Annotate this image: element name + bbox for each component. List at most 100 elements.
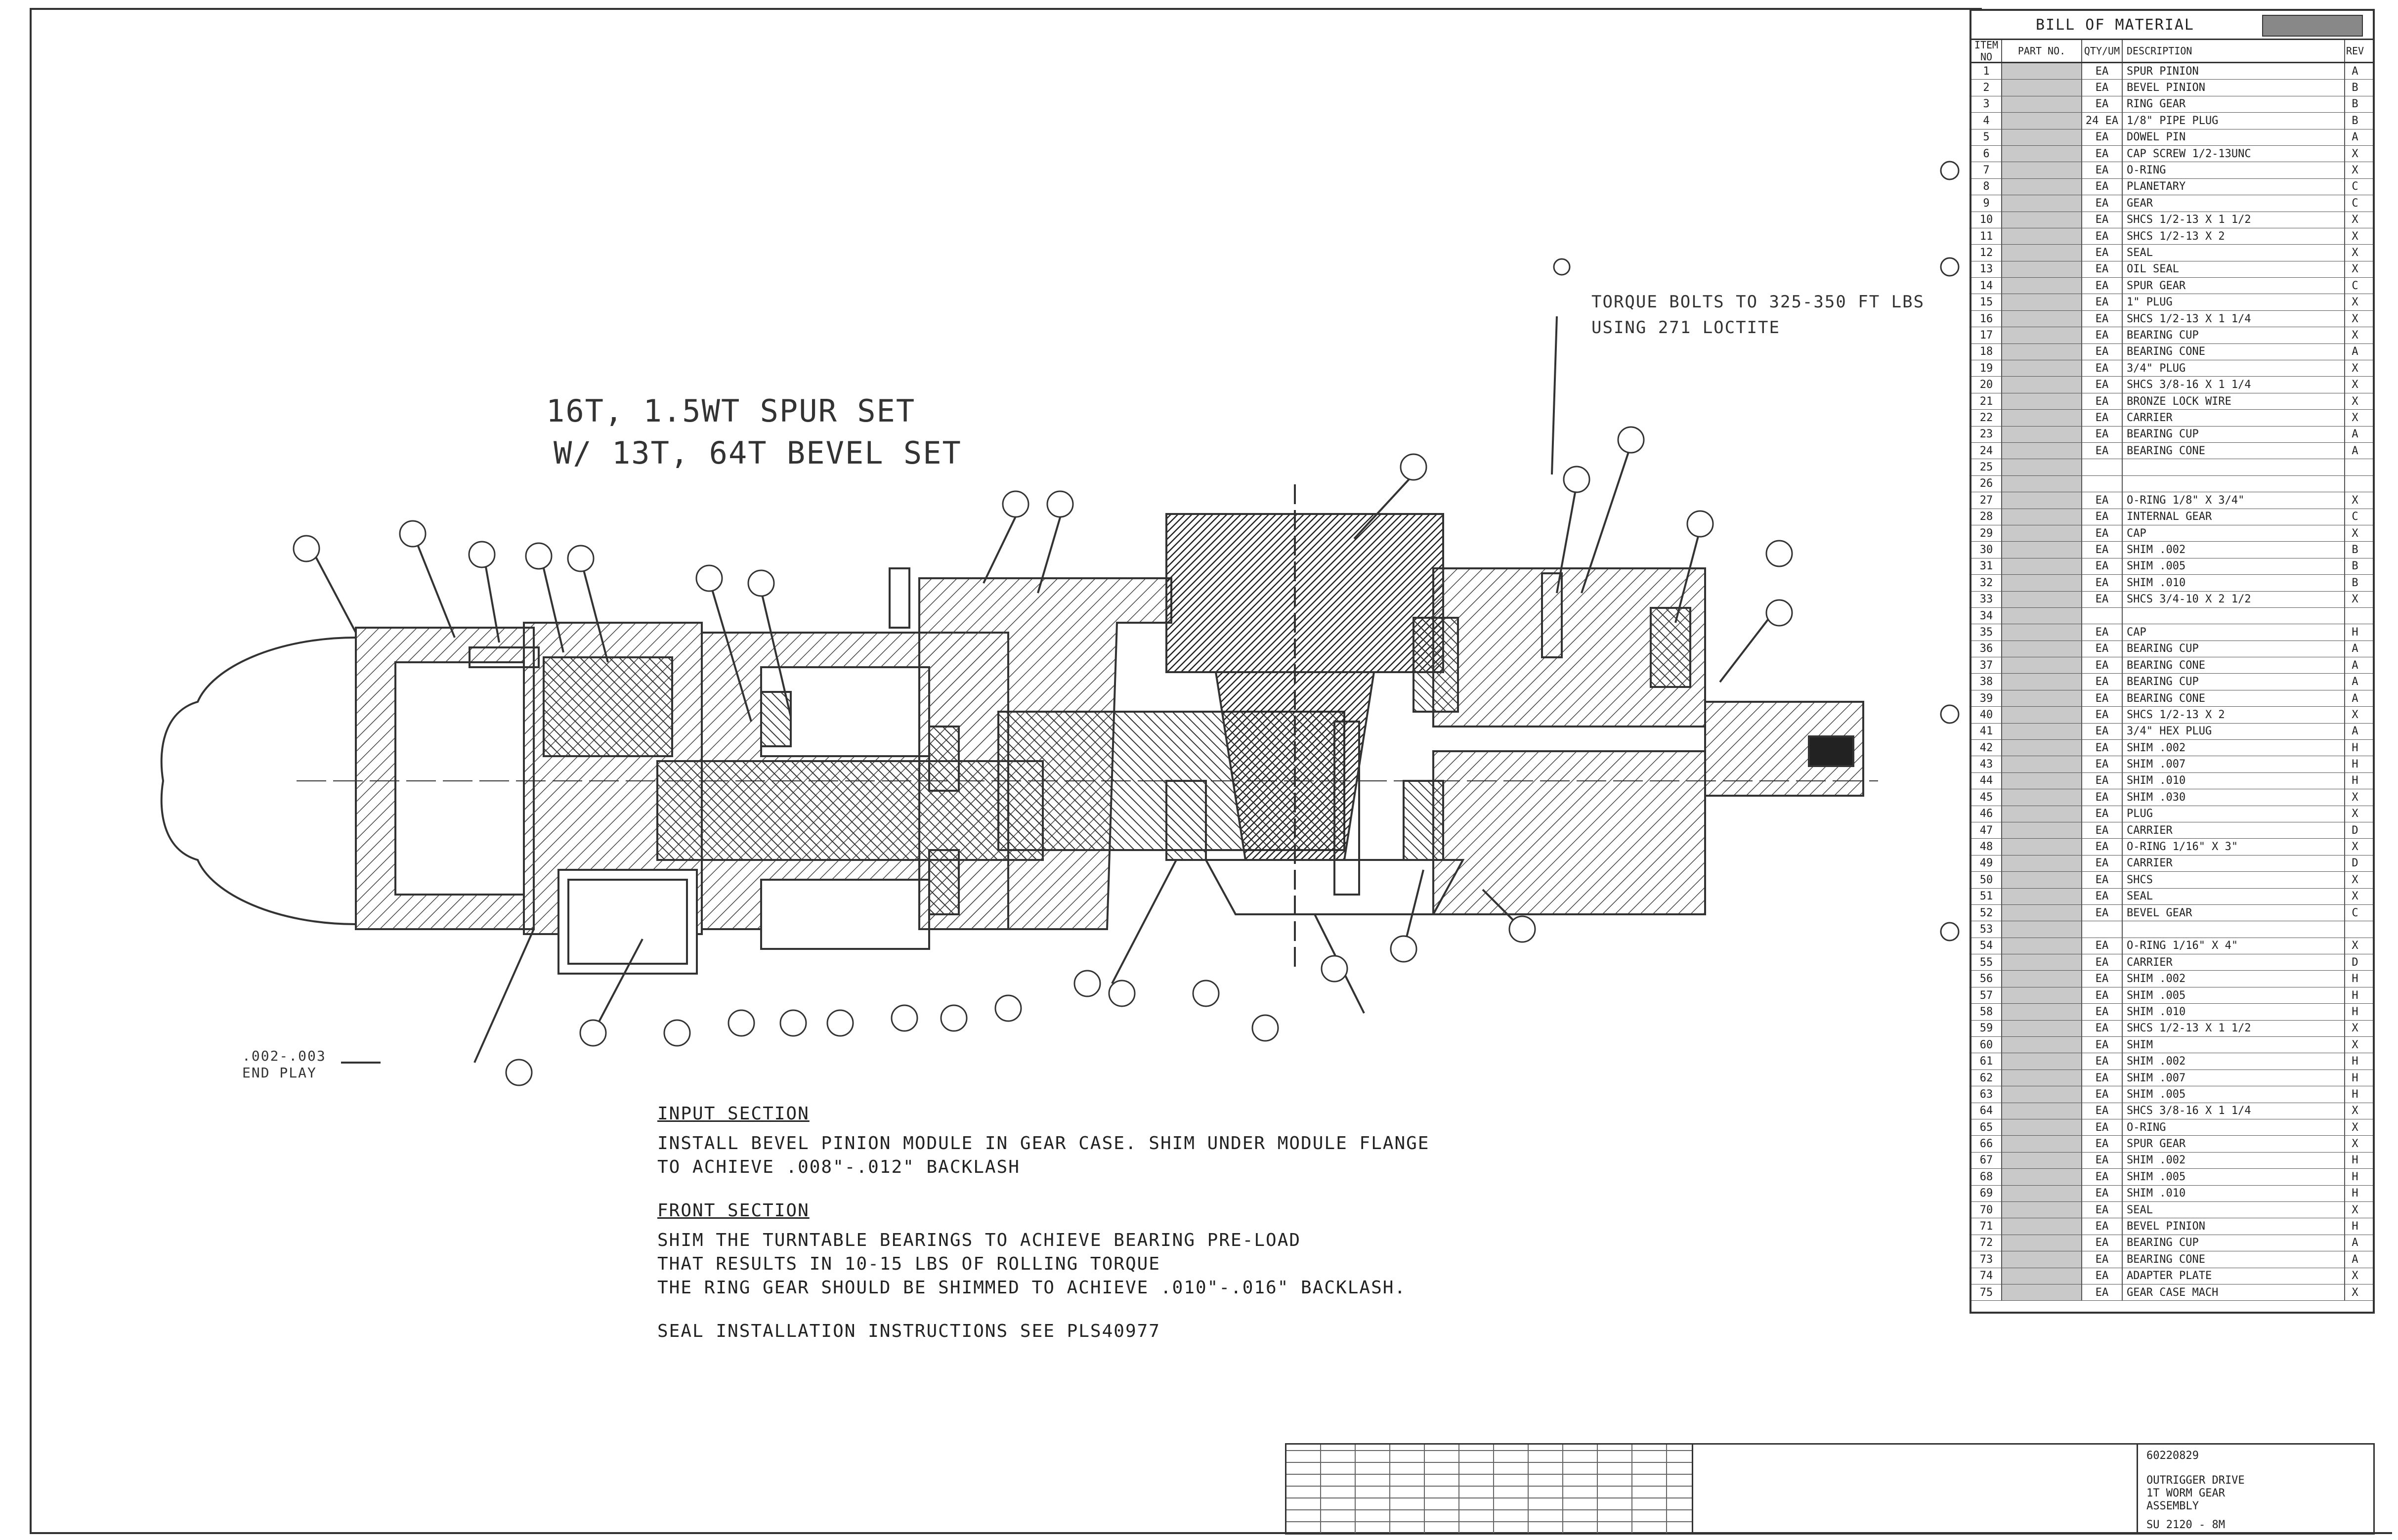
bom-quantity: EA xyxy=(2082,377,2123,393)
bom-item-number: 42 xyxy=(1971,740,2002,756)
bom-item-number: 30 xyxy=(1971,542,2002,558)
bom-revision: A xyxy=(2352,1237,2358,1249)
bom-part-number xyxy=(2002,1004,2082,1020)
bom-description: BEARING CONE xyxy=(2123,1251,2345,1268)
bom-item-number: 72 xyxy=(1971,1235,2002,1251)
sheet-border-bottom xyxy=(30,1532,2392,1534)
sheet-border-left xyxy=(30,8,32,1534)
drawing-number: 60220829 xyxy=(2146,1450,2199,1462)
bom-item-number: 43 xyxy=(1971,756,2002,772)
bom-part-number xyxy=(2002,178,2082,195)
bom-revision: X xyxy=(2352,379,2358,391)
bom-item-number: 27 xyxy=(1971,492,2002,509)
bom-description: SEAL xyxy=(2123,1201,2345,1218)
bom-revision: X xyxy=(2352,890,2358,903)
company-logo xyxy=(2262,15,2363,37)
torque-note: TORQUE BOLTS TO 325-350 FT LBS USING 271… xyxy=(1591,289,1925,341)
bom-part-number xyxy=(2002,1119,2082,1136)
bom-quantity: EA xyxy=(2082,806,2123,822)
bom-revision: A xyxy=(2352,725,2358,738)
bom-item-number: 4 xyxy=(1971,113,2002,129)
bom-row: 25 xyxy=(1971,459,2373,476)
bom-description: O-RING 1/16" X 3" xyxy=(2123,839,2345,855)
bom-revision: H xyxy=(2352,774,2358,787)
bom-revision: X xyxy=(2352,527,2358,540)
bom-quantity: EA xyxy=(2082,1053,2123,1069)
bom-revision: B xyxy=(2352,544,2358,556)
bom-revision: H xyxy=(2352,1071,2358,1084)
bom-quantity: EA xyxy=(2082,80,2123,96)
bom-row: 34 xyxy=(1971,607,2373,625)
title-block: 60220829 OUTRIGGER DRIVE 1T WORM GEAR AS… xyxy=(1285,1443,2375,1535)
bom-quantity: EA xyxy=(2082,228,2123,245)
bom-quantity: EA xyxy=(2082,1218,2123,1235)
bom-part-number xyxy=(2002,1284,2082,1301)
bom-part-number xyxy=(2002,921,2082,938)
bom-description: GEAR xyxy=(2123,195,2345,212)
bom-revision: X xyxy=(2352,164,2358,177)
gearbox-cross-section xyxy=(160,161,1960,1086)
bom-item-number: 16 xyxy=(1971,310,2002,327)
bom-description: SHCS 1/2-13 X 2 xyxy=(2123,707,2345,723)
bom-description xyxy=(2123,607,2345,624)
bom-part-number xyxy=(2002,542,2082,558)
bom-part-number xyxy=(2002,360,2082,377)
bom-quantity: EA xyxy=(2082,789,2123,806)
bom-item-number: 13 xyxy=(1971,261,2002,278)
bom-revision: H xyxy=(2352,758,2358,771)
bom-item-number: 56 xyxy=(1971,971,2002,987)
bom-item-number: 12 xyxy=(1971,245,2002,261)
bom-revision: X xyxy=(2352,1203,2358,1216)
bom-revision: H xyxy=(2352,1187,2358,1200)
bom-quantity: EA xyxy=(2082,690,2123,707)
bom-item-number: 46 xyxy=(1971,806,2002,822)
bom-quantity: EA xyxy=(2082,1004,2123,1020)
bom-revision: X xyxy=(2352,1105,2358,1117)
bom-item-number: 34 xyxy=(1971,607,2002,624)
bom-description: GEAR CASE MACH xyxy=(2123,1284,2345,1301)
bom-description: BEVEL GEAR xyxy=(2123,904,2345,921)
bom-description: RING GEAR xyxy=(2123,96,2345,113)
bom-revision: X xyxy=(2352,246,2358,259)
bom-revision: X xyxy=(2352,808,2358,820)
bom-description: O-RING 1/8" X 3/4" xyxy=(2123,492,2345,509)
bom-part-number xyxy=(2002,525,2082,542)
bom-part-number xyxy=(2002,806,2082,822)
bom-quantity: EA xyxy=(2082,1251,2123,1268)
end-play-line1: .002-.003 xyxy=(242,1048,326,1064)
bom-revision: A xyxy=(2352,692,2358,705)
bom-part-number xyxy=(2002,1086,2082,1103)
bom-revision: X xyxy=(2352,841,2358,854)
sheet-border-top xyxy=(30,8,1982,10)
end-play-line2: END PLAY xyxy=(242,1065,317,1081)
bom-revision: A xyxy=(2352,444,2358,457)
bom-revision xyxy=(2345,476,2365,492)
bom-item-number: 68 xyxy=(1971,1169,2002,1185)
bom-quantity: EA xyxy=(2082,954,2123,971)
bom-part-number xyxy=(2002,343,2082,360)
bom-quantity: EA xyxy=(2082,195,2123,212)
bom-part-number xyxy=(2002,1037,2082,1053)
bom-col-part: PART NO. xyxy=(2002,40,2082,62)
bom-part-number xyxy=(2002,1136,2082,1152)
bom-revision: X xyxy=(2352,708,2358,721)
bom-revision xyxy=(2345,921,2365,937)
bom-description xyxy=(2123,475,2345,492)
bom-quantity: EA xyxy=(2082,1037,2123,1053)
bom-description: SHIM xyxy=(2123,1037,2345,1053)
